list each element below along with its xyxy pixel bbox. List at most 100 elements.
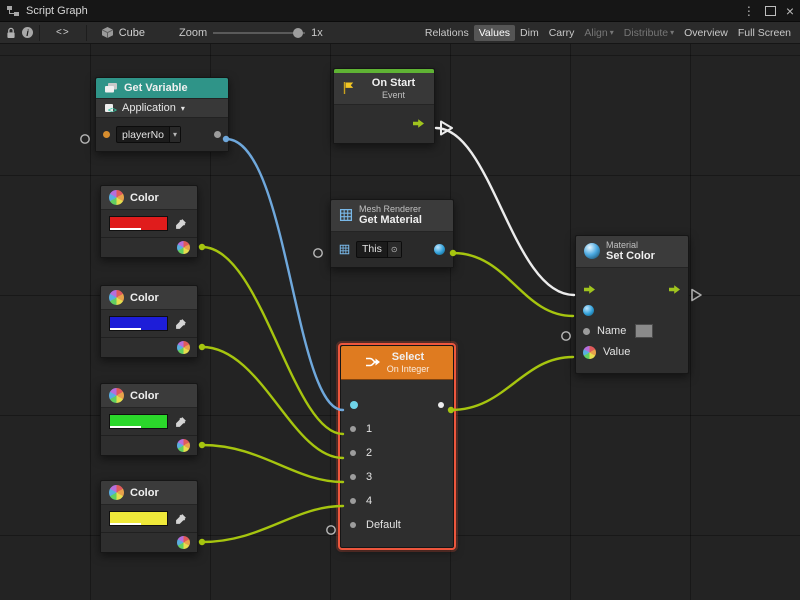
- color-output-port[interactable]: [177, 536, 190, 549]
- code-view-button[interactable]: <>: [46, 25, 80, 40]
- zoom-label: Zoom: [178, 26, 208, 39]
- zoom-slider-track: [213, 31, 306, 34]
- eyedropper-icon[interactable]: [175, 416, 187, 428]
- color-swatch[interactable]: [109, 414, 168, 429]
- node-title: Color: [130, 389, 159, 402]
- wire-onstart-to-setcolor[interactable]: [434, 126, 576, 297]
- color-output-port[interactable]: [177, 241, 190, 254]
- unconnected-default-port[interactable]: [326, 525, 336, 535]
- unconnected-input-port[interactable]: [313, 248, 323, 258]
- select-option-port[interactable]: [350, 449, 356, 456]
- get-material-node[interactable]: Mesh Renderer Get Material This ⊙: [330, 199, 454, 268]
- script-graph-icon: [7, 5, 19, 16]
- get-material-body: This ⊙: [331, 231, 453, 267]
- color-wheel-icon: [109, 388, 124, 403]
- name-label: Name: [597, 325, 627, 338]
- name-input-field[interactable]: [635, 324, 654, 339]
- close-icon[interactable]: ×: [785, 2, 794, 19]
- wire-color1-to-select[interactable]: [200, 245, 345, 436]
- wire-color2-to-select[interactable]: [200, 345, 345, 460]
- select-option-row: 1: [341, 417, 453, 441]
- wire-getmaterial-to-setcolor[interactable]: [451, 251, 575, 318]
- carry-button[interactable]: Carry: [544, 25, 580, 41]
- value-input-row: Value: [576, 342, 688, 363]
- eyedropper-icon[interactable]: [175, 513, 187, 525]
- wire-color3-to-select[interactable]: [200, 443, 345, 484]
- lock-icon[interactable]: [4, 26, 18, 40]
- flow-continuation-triangle[interactable]: [691, 288, 702, 302]
- values-button[interactable]: Values: [473, 24, 516, 41]
- distribute-button[interactable]: Distribute ▾: [619, 25, 679, 41]
- graph-target-label: Cube: [118, 26, 145, 39]
- color-node-header: Color: [101, 286, 197, 310]
- color-swatch[interactable]: [109, 216, 168, 231]
- material-input-port[interactable]: [583, 304, 594, 316]
- node-title: Get Material: [359, 214, 422, 227]
- maximize-icon[interactable]: [764, 5, 776, 16]
- window-menu-icon[interactable]: ⋮: [742, 3, 755, 18]
- name-input-port[interactable]: [583, 327, 590, 335]
- target-object-dropdown[interactable]: This ⊙: [356, 240, 402, 258]
- set-color-node[interactable]: Material Set Color Name: [575, 235, 689, 374]
- select-option-port[interactable]: [350, 473, 356, 480]
- unconnected-name-port[interactable]: [561, 331, 571, 341]
- zoom-slider-handle[interactable]: [293, 27, 304, 38]
- color-node[interactable]: Color: [100, 185, 198, 258]
- color-output-port[interactable]: [177, 341, 190, 354]
- selection-output-port[interactable]: [438, 401, 444, 408]
- flow-output-port[interactable]: [668, 284, 681, 295]
- get-variable-body: playerNo ▾: [96, 118, 228, 151]
- color-node-header: Color: [101, 481, 197, 505]
- flow-input-port[interactable]: [583, 284, 596, 295]
- value-input-port[interactable]: [583, 345, 596, 359]
- info-icon[interactable]: i: [22, 27, 33, 38]
- color-node[interactable]: Color: [100, 285, 198, 358]
- select-option-port[interactable]: [350, 497, 356, 504]
- relations-button[interactable]: Relations: [420, 25, 474, 41]
- color-wheel-icon: [109, 485, 124, 500]
- node-title: Color: [130, 291, 159, 304]
- variable-output-port[interactable]: [214, 131, 221, 138]
- overview-button[interactable]: Overview: [679, 25, 733, 41]
- cube-icon: [101, 27, 113, 38]
- color-output-port[interactable]: [177, 439, 190, 452]
- color-node[interactable]: Color: [100, 383, 198, 456]
- align-button[interactable]: Align ▾: [579, 25, 618, 41]
- fullscreen-button[interactable]: Full Screen: [733, 25, 796, 41]
- variable-name-port[interactable]: [103, 131, 110, 138]
- unconnected-input-port[interactable]: [80, 134, 90, 144]
- dim-button[interactable]: Dim: [515, 25, 544, 41]
- window-titlebar: Script Graph ⋮ ×: [0, 0, 800, 22]
- color-node[interactable]: Color: [100, 480, 198, 553]
- material-output-port[interactable]: [434, 243, 445, 255]
- color-swatch[interactable]: [109, 511, 168, 526]
- graph-canvas[interactable]: Get Variable <> Application ▾ playerNo ▾: [0, 44, 800, 600]
- select-default-port[interactable]: [350, 521, 356, 528]
- wire-select-to-setcolor-value[interactable]: [449, 355, 575, 412]
- color-swatch[interactable]: [109, 316, 168, 331]
- wire-color4-to-select[interactable]: [200, 504, 345, 544]
- set-color-header: Material Set Color: [576, 236, 688, 268]
- eyedropper-icon[interactable]: [175, 218, 187, 230]
- align-label: Align: [584, 26, 608, 39]
- wire-playerno-to-select[interactable]: [224, 137, 345, 412]
- on-start-body: [334, 104, 434, 143]
- color-node-body: [101, 210, 197, 237]
- zoom-slider[interactable]: [213, 27, 306, 39]
- select-option-port[interactable]: [350, 425, 356, 432]
- selector-input-port[interactable]: [350, 400, 358, 409]
- select-node[interactable]: Select On Integer 1 2 3: [338, 343, 456, 550]
- flow-output-port[interactable]: [412, 118, 425, 129]
- node-title: Set Color: [606, 250, 655, 263]
- variable-scope-dropdown[interactable]: <> Application ▾: [96, 99, 228, 118]
- select-option-row: 4: [341, 489, 453, 513]
- flag-icon: [343, 82, 354, 95]
- variable-scope-label: Application: [122, 102, 176, 114]
- on-start-node[interactable]: On Start Event: [333, 68, 435, 144]
- get-variable-node[interactable]: Get Variable <> Application ▾ playerNo ▾: [95, 77, 229, 152]
- graph-target-selector[interactable]: Cube: [93, 26, 153, 39]
- flow-port-row: [576, 279, 688, 300]
- variable-name-dropdown[interactable]: playerNo ▾: [116, 126, 182, 143]
- target-icon: ⊙: [386, 241, 401, 257]
- eyedropper-icon[interactable]: [175, 318, 187, 330]
